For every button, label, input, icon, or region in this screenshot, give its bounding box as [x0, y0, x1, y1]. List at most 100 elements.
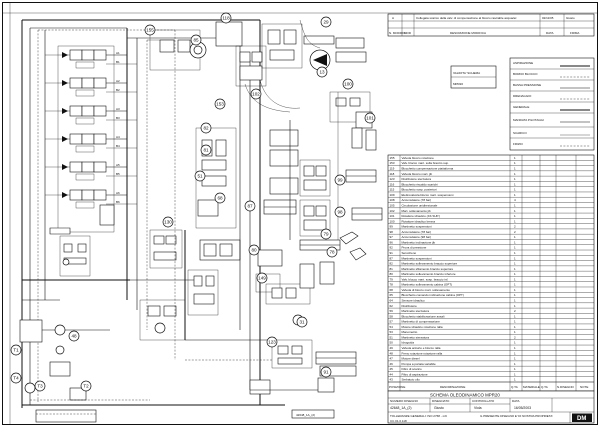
- callout-bubble: [162, 216, 174, 228]
- parts-row-qty: 1: [514, 177, 516, 181]
- parts-row-code: 51: [390, 335, 394, 339]
- valve-port-label: A3: [116, 107, 120, 111]
- cylinder-cluster: [263, 91, 383, 240]
- parts-row-code: 105: [390, 203, 395, 207]
- valve-relief: [75, 117, 95, 125]
- callout-bubble: [316, 66, 328, 78]
- valve-relief: [75, 173, 95, 181]
- valve-relief: [75, 145, 95, 153]
- parts-row-desc: Accumulatore (78 bar): [402, 198, 432, 202]
- parts-row-code: 58: [390, 314, 394, 318]
- parts-row-desc: Accumulatore (98 bar): [402, 235, 432, 239]
- parts-row-desc: Idroguida: [402, 341, 415, 345]
- parts-row-code: 68: [390, 288, 394, 292]
- callout-number: 51: [197, 174, 203, 179]
- valve-port-label: A5: [116, 163, 120, 167]
- callout-number: T2: [83, 384, 89, 389]
- parts-row-code: 123: [390, 177, 395, 181]
- parts-row-desc: Filtro di aspirazione: [402, 372, 428, 376]
- valve-port-label: B3: [116, 116, 120, 120]
- parts-row-qty: 1: [514, 193, 516, 197]
- callout-number: 80: [251, 248, 257, 253]
- parts-table-frame: [387, 154, 595, 392]
- parts-row-qty: 4: [514, 198, 516, 202]
- parts-row-desc: Valvola antiurto e blocco ralla: [402, 346, 441, 350]
- footer-code-box: 42648_1A_(2): [291, 409, 335, 419]
- component-callouts: 1551182913851021531001018281995168988713…: [10, 12, 376, 392]
- parts-row-qty: 1: [514, 256, 516, 260]
- footer-ref: CC.01.0.118: [390, 419, 407, 423]
- valve-port-label: A1: [116, 51, 120, 55]
- callout-bubble: [320, 228, 332, 240]
- callout-bubble: [326, 246, 338, 258]
- parts-row-code: 96: [390, 240, 394, 244]
- validity-box: VALIDITA' SCHEMA MPR20: [450, 65, 497, 89]
- callout-bubble: [190, 34, 202, 46]
- company-logo-text: DM: [577, 416, 586, 422]
- parts-row-code: 153: [390, 161, 395, 165]
- callout-number: 153: [216, 102, 224, 107]
- parts-row-code: 119: [390, 167, 395, 171]
- valve-spool-left: [69, 49, 83, 61]
- parts-row-desc: Mart. sollevamento jib: [402, 209, 432, 213]
- parts-row-desc: Freno rotazione rotazione ralla: [402, 351, 443, 355]
- parts-row-code: 79: [390, 277, 394, 281]
- valve-port-label: B2: [116, 88, 120, 92]
- parts-header-notes: NOTE: [580, 385, 588, 389]
- parts-row-code: 91: [390, 251, 394, 255]
- parts-row-qty: 1: [514, 214, 516, 218]
- callout-number: 99: [337, 178, 343, 183]
- callout-bubble: [10, 372, 22, 384]
- parts-row-desc: Accumulatore (78 bar): [402, 230, 432, 234]
- parts-row-qty: 1: [514, 277, 516, 281]
- notes-property: IL PRESENTE DISEGNO E' DI NOSTRA PROPRIE…: [480, 414, 553, 418]
- parts-row-desc: Martinetto sospensioni: [402, 256, 432, 260]
- parts-row-desc: Distributore sterzatura: [402, 177, 432, 181]
- parts-row-code: 47: [390, 357, 394, 361]
- parts-row-qty: 1: [514, 219, 516, 223]
- callout-number: T3: [37, 384, 43, 389]
- valve-relief: [75, 89, 95, 97]
- parts-row-qty: 1: [514, 235, 516, 239]
- parts-row-qty: 1: [514, 267, 516, 271]
- parts-row-code: 87: [390, 256, 394, 260]
- parts-row-desc: Martinetto sospensioni: [402, 225, 432, 229]
- callout-bubble: [34, 380, 46, 392]
- parts-row-qty: 1: [514, 246, 516, 250]
- valve-spool-right: [93, 133, 107, 145]
- parts-row-code: 92: [390, 246, 394, 250]
- callout-number: 130: [164, 220, 172, 225]
- valve-port-label: B6: [116, 200, 120, 204]
- parts-row-desc: Sensore idraulico: [402, 298, 426, 302]
- callout-number: 48: [71, 334, 77, 339]
- valve-spool-center: [81, 105, 95, 117]
- parts-row-qty: 1: [514, 357, 516, 361]
- valve-block-130: [127, 229, 200, 341]
- parts-row-code: 116: [390, 182, 395, 186]
- callout-bubble: [256, 272, 268, 284]
- parts-row-code: 45: [390, 367, 394, 371]
- callout-bubble: [364, 112, 376, 124]
- parts-row-code: 46: [390, 362, 394, 366]
- parts-row-code: 48: [390, 351, 394, 355]
- callout-number: 101: [366, 116, 374, 121]
- valve-port-label: A6: [116, 191, 120, 195]
- parts-row-qty: 1: [514, 330, 516, 334]
- valve-spool-center: [81, 161, 95, 173]
- valve-spool-left: [69, 133, 83, 145]
- callout-bubble: [320, 16, 332, 28]
- lower-right-cluster: [185, 231, 367, 395]
- parts-row-qty: 1: [514, 182, 516, 186]
- callout-bubble: [334, 206, 346, 218]
- valve-spool-left: [69, 105, 83, 117]
- callout-number: 13: [319, 70, 325, 75]
- callout-bubble: [144, 24, 156, 36]
- legend-drenaggio: DRENAGGIO: [513, 94, 532, 98]
- callout-bubble: [320, 366, 332, 378]
- parts-row-desc: Rotattore idraulico benna: [402, 219, 436, 223]
- parts-header-qty: Q.TA: [511, 385, 518, 389]
- callout-number: 78: [329, 250, 335, 255]
- valve-relief: [75, 201, 95, 209]
- revision-signature: Giusto: [566, 16, 575, 20]
